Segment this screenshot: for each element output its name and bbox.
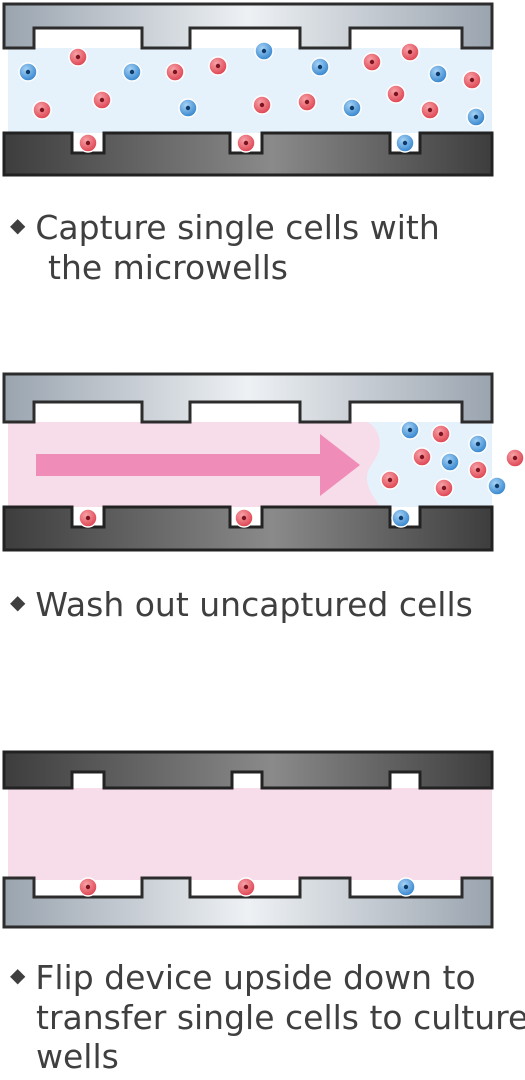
blue-cell <box>342 98 362 118</box>
microwell-plate-flipped <box>2 750 494 790</box>
step1-line1: Capture single cells with <box>35 208 440 247</box>
red-cell <box>462 70 482 90</box>
microwell-plate <box>2 131 494 177</box>
captured-red-cell <box>78 133 98 153</box>
red-cell <box>380 470 400 490</box>
red-cell <box>297 92 317 112</box>
captured-red-cell <box>78 508 98 528</box>
red-cell <box>431 424 451 444</box>
blue-cell <box>254 41 274 61</box>
blue-cell <box>468 434 488 454</box>
blue-cell <box>310 57 330 77</box>
bullet-icon: ◆ <box>10 963 26 987</box>
red-cell <box>252 95 272 115</box>
top-plate <box>2 2 494 50</box>
blue-cell <box>178 98 198 118</box>
step3-line2: transfer single cells to culture <box>36 997 525 1037</box>
outflow-region <box>366 422 492 507</box>
red-cell <box>400 42 420 62</box>
transferred-blue-cell <box>396 877 416 897</box>
red-cell <box>505 448 525 468</box>
red-cell <box>412 447 432 467</box>
transferred-red-cell <box>236 877 256 897</box>
wash-diagram <box>2 372 525 552</box>
blue-cell <box>428 64 448 84</box>
red-cell <box>434 478 454 498</box>
cells <box>78 420 525 528</box>
step2-line1: Wash out uncaptured cells <box>35 585 473 624</box>
flow-arrow <box>36 434 360 496</box>
captured-red-cell <box>236 133 256 153</box>
red-cell <box>208 56 228 76</box>
microwell-plate <box>2 505 494 552</box>
red-cell <box>420 100 440 120</box>
culture-well-plate <box>2 876 494 929</box>
flip-diagram <box>2 750 494 929</box>
culture-medium <box>8 788 492 880</box>
step1-line2: the microwells <box>48 247 288 287</box>
step3-line1: Flip device upside down to <box>35 958 476 997</box>
blue-cell <box>487 476 507 496</box>
bullet-icon: ◆ <box>10 590 26 614</box>
cells <box>18 41 486 153</box>
red-cell <box>165 62 185 82</box>
top-plate <box>2 372 494 424</box>
step3-line3: wells <box>36 1037 119 1077</box>
step1-caption: ◆ Capture single cells with the microwell… <box>10 208 440 287</box>
red-cell <box>32 100 52 120</box>
captured-blue-cell <box>395 133 415 153</box>
blue-cell <box>400 420 420 440</box>
red-cell <box>386 84 406 104</box>
cell-suspension <box>8 48 492 133</box>
bullet-icon: ◆ <box>10 213 26 237</box>
red-cell <box>92 90 112 110</box>
capture-diagram <box>2 2 494 177</box>
transferred-red-cell <box>78 877 98 897</box>
captured-red-cell <box>234 508 254 528</box>
red-cell <box>68 47 88 67</box>
blue-cell <box>466 107 486 127</box>
red-cell <box>468 460 488 480</box>
red-cell <box>362 52 382 72</box>
cells <box>78 877 416 897</box>
step3-caption: ◆ Flip device upside down to transfer sin… <box>10 958 525 1077</box>
captured-blue-cell <box>391 508 411 528</box>
blue-cell <box>440 452 460 472</box>
blue-cell <box>18 62 38 82</box>
step2-caption: ◆ Wash out uncaptured cells <box>10 585 473 625</box>
blue-cell <box>122 62 142 82</box>
